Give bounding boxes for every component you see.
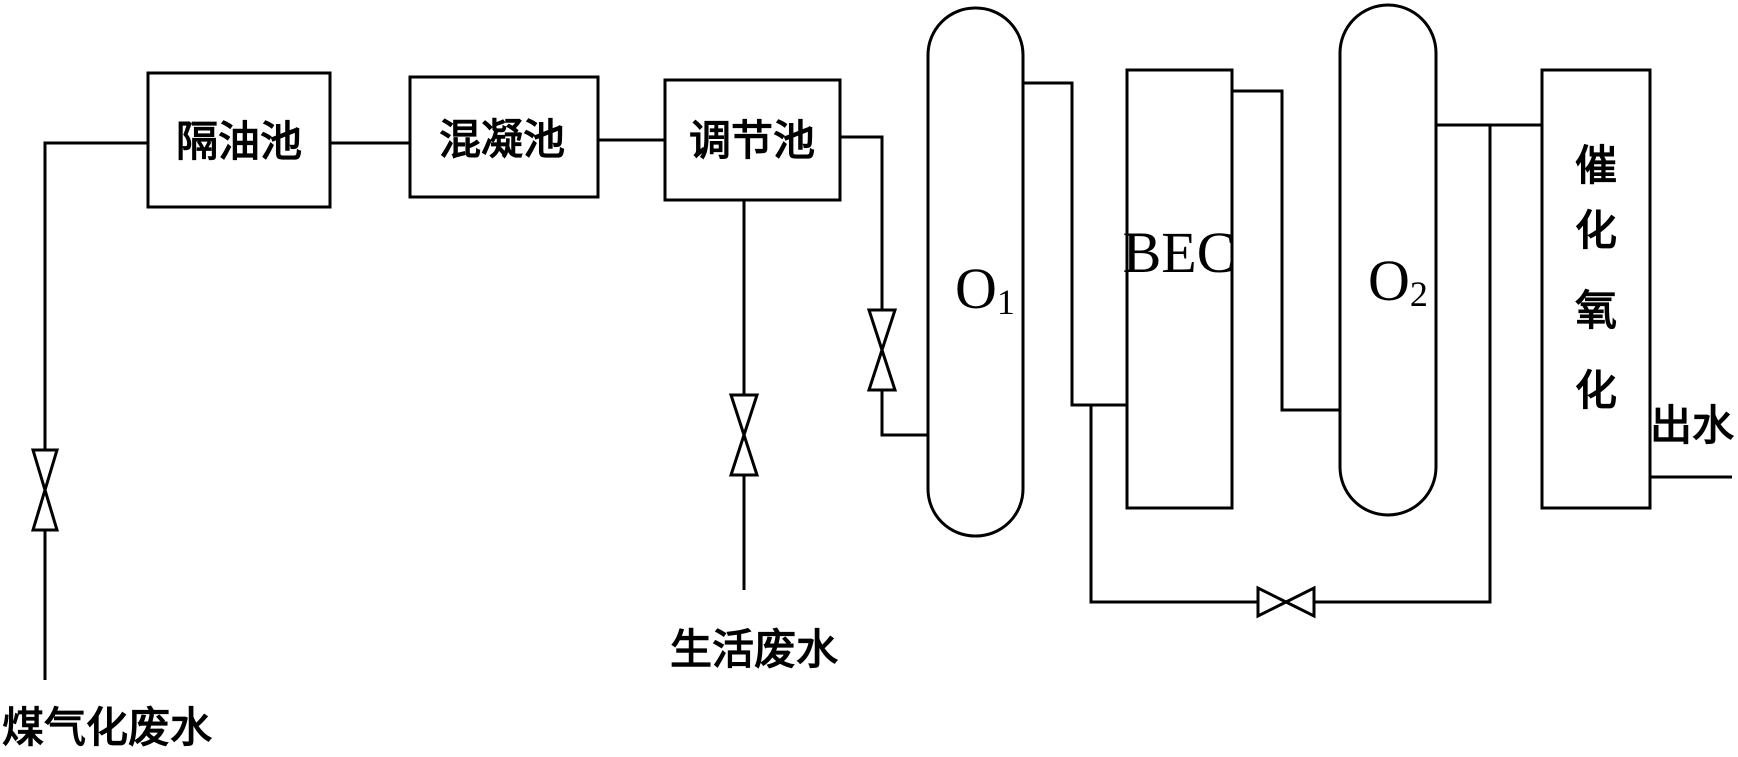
regulating-tank [663,78,842,202]
catalytic-oxidation-tank [1540,68,1652,510]
pipe-bec-to-o2 [1232,89,1340,412]
o2-reactor [1338,3,1438,517]
valve-bypass [1256,585,1316,619]
bec-label: BEC [1123,220,1236,285]
valve-domestic-wastewater [728,393,760,477]
coagulation-label: 混凝池 [439,115,565,164]
o2-label: O2 [1368,248,1428,314]
catalytic-oxidation-char-4: 化 [1575,366,1617,415]
o1-label: O1 [955,256,1015,322]
catalytic-oxidation-char-3: 氧 [1575,286,1617,335]
coagulation-tank [408,75,600,199]
coal-gasification-wastewater-label: 煤气化废水 [2,703,213,752]
catalytic-oxidation-char-2: 化 [1575,206,1617,255]
regulating-label: 调节池 [689,116,815,165]
pipe-coal-wastewater-inlet [43,141,148,680]
oil-separator-label: 隔油池 [176,117,302,166]
catalytic-oxidation-char-1: 催 [1575,141,1617,190]
pipe-o1-to-bec [1023,81,1127,407]
effluent-label: 出水 [1650,401,1735,450]
domestic-wastewater-label: 生活废水 [670,625,839,674]
valve-coal-wastewater [30,448,60,532]
pipe-regulating-to-o1 [840,135,928,437]
o1-reactor [926,6,1025,538]
bec-reactor [1125,68,1234,510]
oil-separator-tank [146,71,332,209]
valve-o1-inlet [866,308,898,392]
